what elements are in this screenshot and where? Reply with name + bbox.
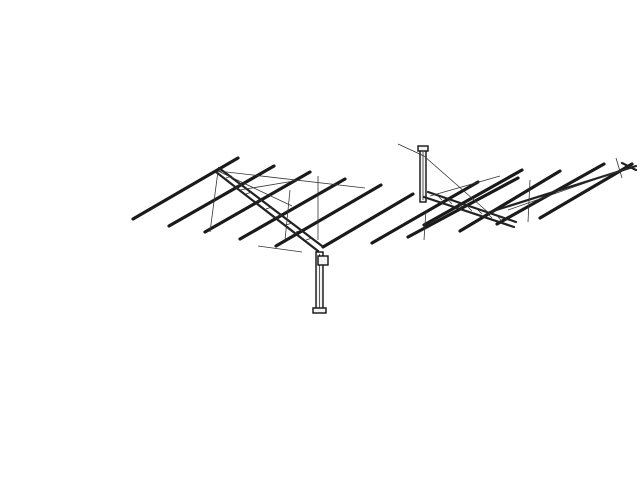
right-element-1 <box>370 180 480 245</box>
right-antenna-elements <box>370 162 634 245</box>
left-element-4 <box>238 177 347 241</box>
right-element-4 <box>458 169 562 233</box>
left-antenna <box>131 156 415 314</box>
left-element-5 <box>274 183 383 248</box>
left-element-1 <box>131 156 240 221</box>
left-element-2 <box>167 164 276 228</box>
right-antenna-mast <box>417 145 429 203</box>
left-element-6 <box>321 192 415 249</box>
right-element-2 <box>406 176 520 239</box>
right-antenna-guy-wires <box>397 143 629 241</box>
left-antenna-boom <box>214 166 324 253</box>
left-element-3 <box>203 170 312 234</box>
left-antenna-guy-wires <box>209 170 366 253</box>
left-antenna-elements <box>131 156 415 249</box>
left-antenna-mast <box>312 251 329 314</box>
right-antenna-end-cap <box>620 161 638 172</box>
right-element-3 <box>422 168 524 227</box>
right-antenna <box>370 143 638 245</box>
